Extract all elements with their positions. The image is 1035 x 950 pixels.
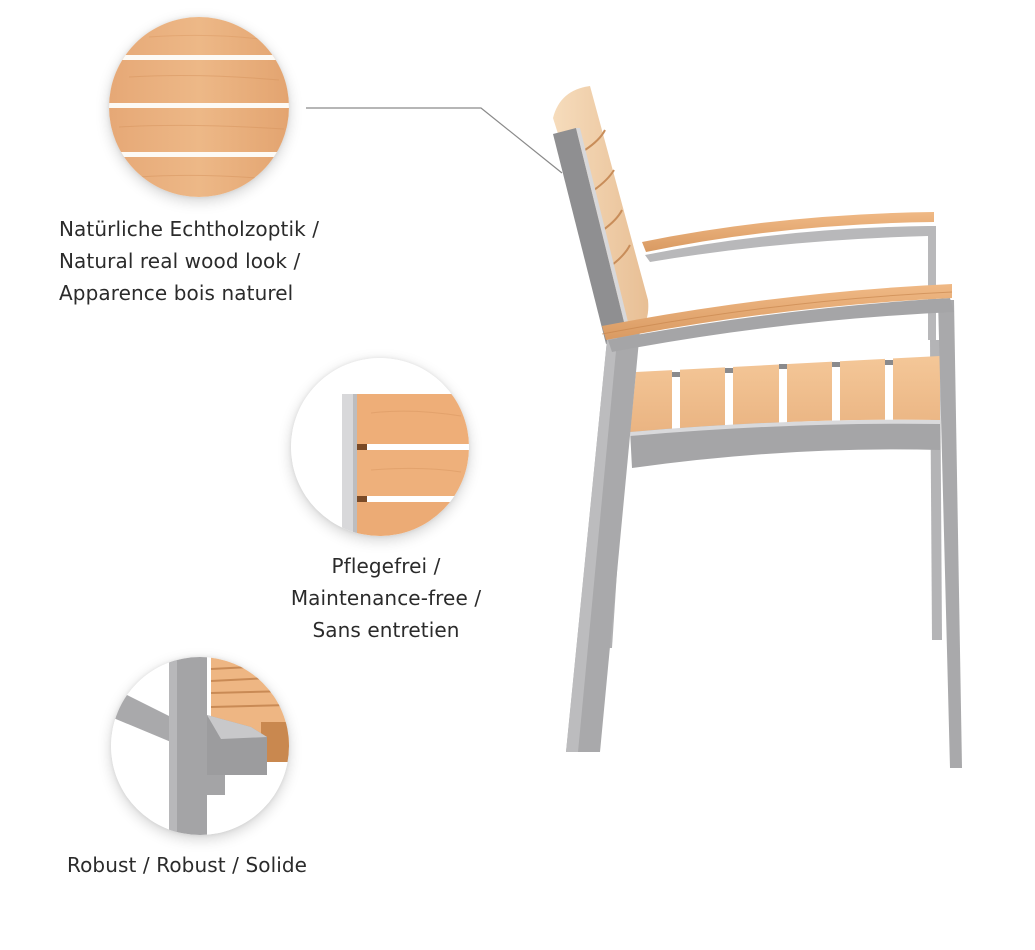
feature-caption-robust: Robust / Robust / Solide xyxy=(67,849,307,881)
feature-caption-wood-look: Natürliche Echtholzoptik / Natural real … xyxy=(59,213,319,309)
wood-planks-icon xyxy=(109,17,289,197)
caption-line: Natürliche Echtholzoptik / xyxy=(59,217,320,241)
wood-look-closeup-image xyxy=(109,17,289,197)
caption-line: Apparence bois naturel xyxy=(59,281,294,305)
caption-line: Natural real wood look / xyxy=(59,249,301,273)
caption-line: Maintenance-free / xyxy=(290,586,482,610)
feature-caption-maintenance-free: Pflegefrei / Maintenance-free / Sans ent… xyxy=(276,550,496,646)
aluminium-joint-icon xyxy=(111,657,289,835)
robust-closeup-image xyxy=(111,657,289,835)
caption-line: Sans entretien xyxy=(312,618,460,642)
caption-line: Robust / Robust / Solide xyxy=(67,853,308,877)
caption-line: Pflegefrei / xyxy=(331,554,441,578)
